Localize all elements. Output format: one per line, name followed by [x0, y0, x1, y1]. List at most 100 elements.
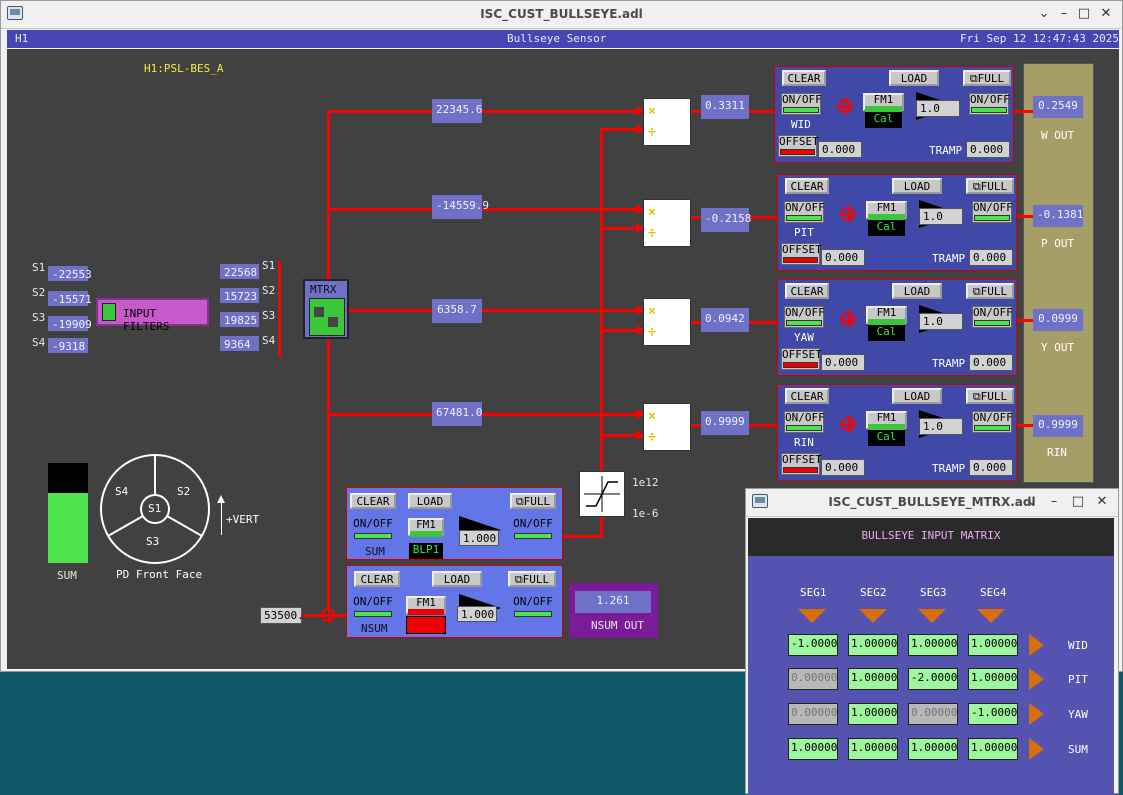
clear-button[interactable]: CLEAR [785, 178, 829, 194]
matrix-titlebar[interactable]: ISC_CUST_BULLSEYE_MTRX.adl ⌄ – □ ✕ [746, 489, 1118, 517]
tramp-field[interactable]: 0.000 [966, 141, 1010, 158]
nsum-out-label: NSUM OUT [591, 619, 644, 632]
full-button[interactable]: ⧉FULL [966, 388, 1014, 404]
filter-icon [102, 303, 116, 321]
matrix-cell[interactable]: 1.00000 [848, 634, 898, 656]
input-onoff-toggle[interactable]: ON/OFF [784, 306, 825, 328]
load-button[interactable]: LOAD [892, 388, 942, 404]
matrix-cell[interactable]: -1.0000 [968, 703, 1018, 725]
filtered-label-s2: S2 [262, 284, 276, 297]
matrix-cell[interactable]: 1.00000 [848, 738, 898, 760]
matrix-cell[interactable]: 1.00000 [908, 634, 958, 656]
matrix-cell[interactable]: 1.00000 [968, 668, 1018, 690]
close-button[interactable]: ✕ [1100, 6, 1112, 21]
matrix-cell[interactable]: 0.00000 [908, 703, 958, 725]
full-button[interactable]: ⧉FULL [966, 283, 1014, 299]
input-filters-button[interactable]: INPUT FILTERS [96, 298, 209, 333]
fm1-button[interactable]: FM1 [408, 518, 444, 537]
load-button[interactable]: LOAD [432, 571, 482, 587]
matrix-button[interactable]: MTRX [303, 279, 349, 339]
matrix-cell[interactable]: 1.00000 [968, 738, 1018, 760]
chevron-down-icon[interactable]: ⌄ [1038, 6, 1050, 21]
output-onoff-toggle[interactable]: ON/OFF [513, 518, 553, 540]
load-button[interactable]: LOAD [892, 178, 942, 194]
output-onoff-toggle[interactable]: ON/OFF [972, 201, 1013, 223]
output-onoff-toggle[interactable]: ON/OFF [972, 306, 1013, 328]
clear-button[interactable]: CLEAR [354, 571, 400, 587]
fm1-status [406, 616, 446, 634]
output-onoff-toggle[interactable]: ON/OFF [969, 93, 1010, 115]
fm1-button[interactable]: FM1 [866, 201, 907, 220]
full-button[interactable]: ⧉FULL [510, 493, 556, 509]
row-label: WID [1068, 639, 1088, 652]
matrix-cell[interactable]: 1.00000 [908, 738, 958, 760]
chevron-down-icon[interactable]: ⌄ [1026, 494, 1038, 509]
bank-name: RIN [794, 436, 814, 449]
tramp-field[interactable]: 0.000 [969, 459, 1013, 476]
gain-field[interactable]: 1.0 [916, 100, 960, 117]
matrix-cell[interactable]: 1.00000 [848, 668, 898, 690]
sum-level-bar [48, 463, 88, 563]
fm1-button[interactable]: FM1 [866, 411, 907, 430]
offset-toggle[interactable]: OFFSET [778, 135, 819, 157]
raw-label-s3: S3 [32, 311, 46, 324]
offset-field[interactable]: 0.000 [818, 141, 862, 158]
matrix-cell[interactable]: 0.00000 [788, 668, 838, 690]
minimize-button[interactable]: – [1050, 494, 1058, 509]
matrix-cell[interactable]: -1.0000 [788, 634, 838, 656]
input-onoff-toggle[interactable]: ON/OFF [353, 596, 393, 618]
load-button[interactable]: LOAD [889, 70, 939, 86]
full-button[interactable]: ⧉FULL [508, 571, 556, 587]
offset-field[interactable]: 0.000 [821, 459, 865, 476]
bank-out-wire-4 [1017, 424, 1034, 427]
gain-field[interactable]: 1.0 [919, 418, 963, 435]
app-icon [752, 494, 768, 508]
minimize-button[interactable]: – [1060, 6, 1068, 21]
denom-2 [600, 227, 643, 230]
output-onoff-toggle[interactable]: ON/OFF [972, 411, 1013, 433]
nsum-input-wire [303, 614, 347, 617]
input-onoff-toggle[interactable]: ON/OFF [784, 411, 825, 433]
tramp-label: TRAMP [932, 462, 966, 475]
offset-toggle[interactable]: OFFSET [781, 348, 822, 370]
offset-toggle[interactable]: OFFSET [781, 453, 822, 475]
gain-field[interactable]: 1.0 [919, 208, 963, 225]
matrix-cell[interactable]: 1.00000 [788, 738, 838, 760]
matrix-cell[interactable]: 0.00000 [788, 703, 838, 725]
gain-field[interactable]: 1.0 [919, 313, 963, 330]
nsum-gain-field[interactable]: 1.000 [457, 606, 497, 622]
load-button[interactable]: LOAD [892, 283, 942, 299]
maximize-button[interactable]: □ [1071, 494, 1085, 509]
full-button[interactable]: ⧉FULL [966, 178, 1014, 194]
maximize-button[interactable]: □ [1077, 6, 1091, 21]
fm1-button[interactable]: FM1 [406, 596, 446, 615]
matrix-cell[interactable]: -2.0000 [908, 668, 958, 690]
raw-label-s4: S4 [32, 336, 46, 349]
matrix-cell[interactable]: 1.00000 [848, 703, 898, 725]
clear-button[interactable]: CLEAR [785, 388, 829, 404]
clear-button[interactable]: CLEAR [785, 283, 829, 299]
main-titlebar[interactable]: ISC_CUST_BULLSEYE.adl ⌄ – □ ✕ [1, 1, 1122, 29]
tramp-field[interactable]: 0.000 [969, 354, 1013, 371]
bank-out-wire-3 [1017, 319, 1034, 322]
input-onoff-toggle[interactable]: ON/OFF [781, 93, 822, 115]
clear-button[interactable]: CLEAR [350, 493, 396, 509]
close-button[interactable]: ✕ [1096, 494, 1108, 509]
full-button[interactable]: ⧉FULL [963, 70, 1011, 86]
rin-out-label: RIN [1047, 446, 1067, 459]
load-button[interactable]: LOAD [408, 493, 452, 509]
filtered-value-s3: 19825 [220, 312, 259, 327]
offset-toggle[interactable]: OFFSET [781, 243, 822, 265]
tramp-label: TRAMP [932, 357, 966, 370]
fm1-button[interactable]: FM1 [866, 306, 907, 325]
input-onoff-toggle[interactable]: ON/OFF [353, 518, 393, 540]
offset-field[interactable]: 0.000 [821, 249, 865, 266]
tramp-field[interactable]: 0.000 [969, 249, 1013, 266]
input-onoff-toggle[interactable]: ON/OFF [784, 201, 825, 223]
output-onoff-toggle[interactable]: ON/OFF [513, 596, 553, 618]
clear-button[interactable]: CLEAR [782, 70, 826, 86]
matrix-cell[interactable]: 1.00000 [968, 634, 1018, 656]
sum-gain-field[interactable]: 1.000 [459, 530, 499, 546]
offset-field[interactable]: 0.000 [821, 354, 865, 371]
fm1-button[interactable]: FM1 [863, 93, 904, 112]
